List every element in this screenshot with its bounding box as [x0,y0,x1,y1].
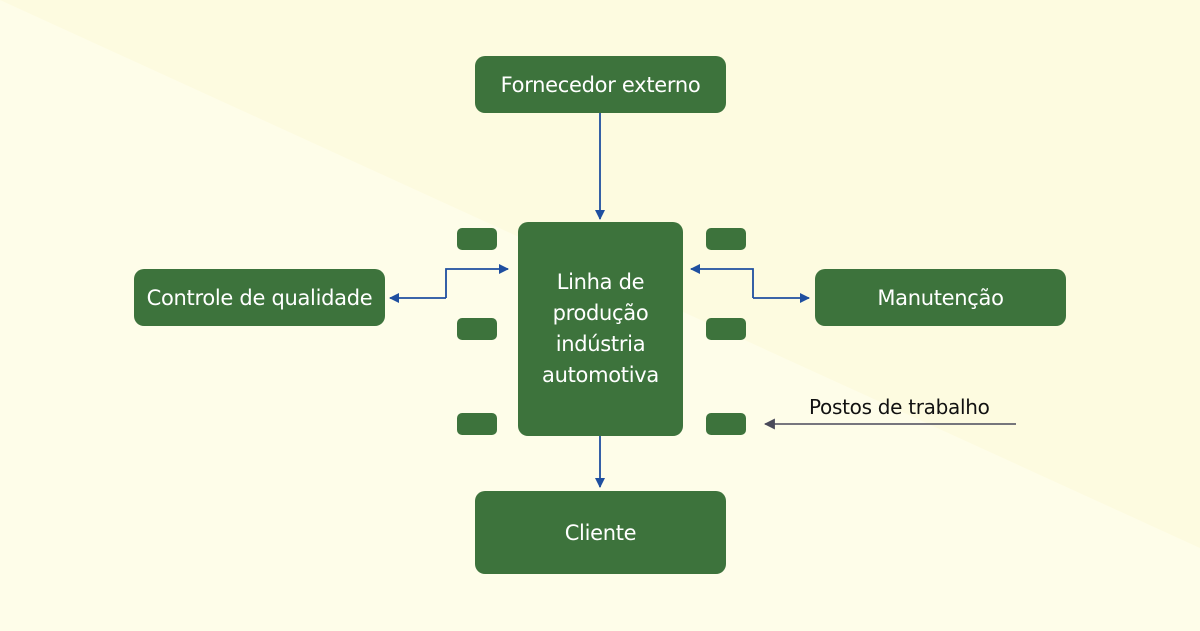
workstation-left-2 [457,318,497,340]
supplier-label: Fornecedor externo [500,72,701,97]
maintenance-box: Manutenção [815,269,1066,326]
workstation-right-1 [706,228,746,250]
arrow-maintenance-to-line [690,264,754,298]
quality-control-label: Controle de qualidade [146,285,373,310]
maintenance-label: Manutenção [877,285,1004,310]
production-line-box: Linha de produção indústria automotiva [518,222,683,436]
workstation-left-1 [457,228,497,250]
workstations-label: Postos de trabalho [809,395,990,419]
supplier-box: Fornecedor externo [475,56,726,113]
quality-control-box: Controle de qualidade [134,269,385,326]
arrow-quality-to-line [445,264,509,298]
workstation-right-3 [706,413,746,435]
production-line-label: Linha de produção indústria automotiva [542,270,659,387]
workstation-left-3 [457,413,497,435]
client-label: Cliente [564,520,637,545]
client-box: Cliente [475,491,726,574]
workstation-right-2 [706,318,746,340]
